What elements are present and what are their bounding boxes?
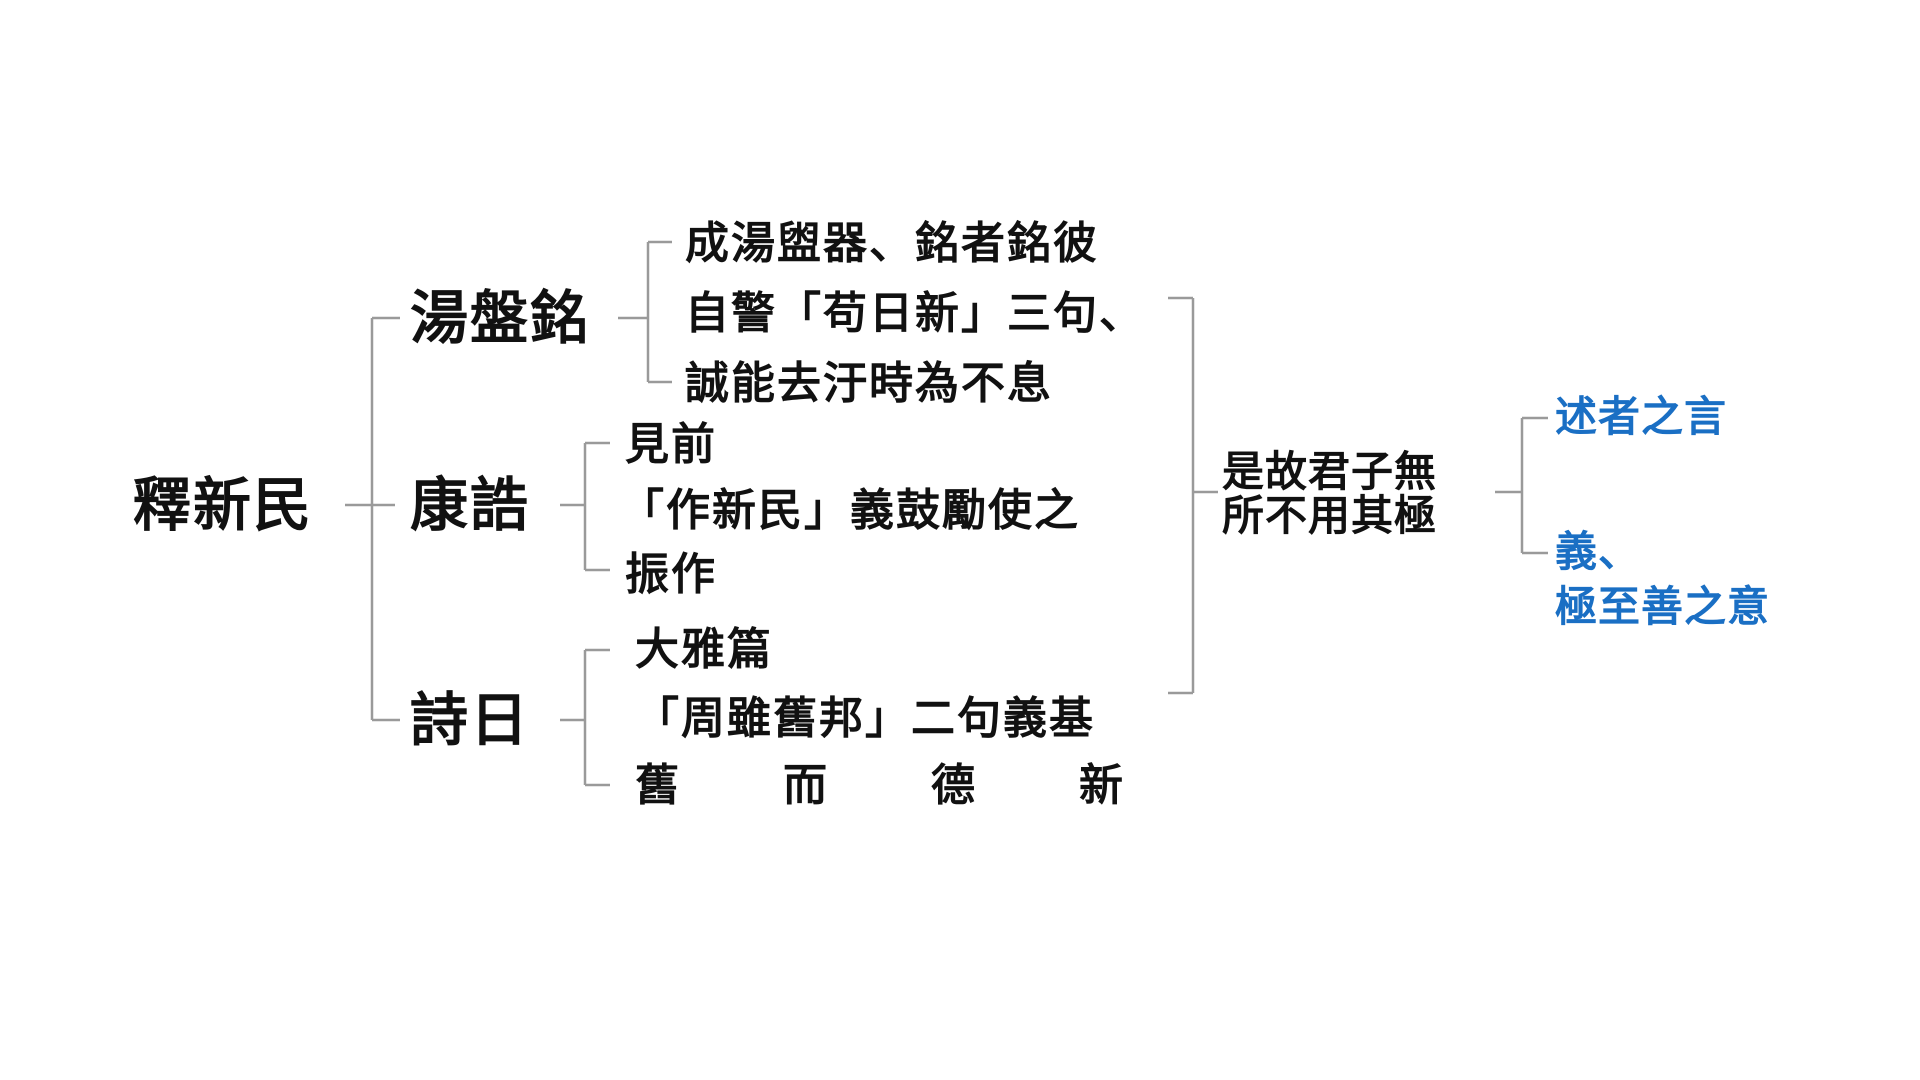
branch3-char-4: 新 [1079,760,1125,811]
branch3-char-3: 德 [931,760,977,811]
branch3-line-2: 「周雖舊邦」二句義基 [635,693,1095,744]
branch3-char-1: 舊 [635,760,681,811]
branch2-line-3: 振作 [625,549,717,600]
note-second-line-1: 義、 [1555,527,1642,576]
note-second-line-2: 極至善之意 [1555,581,1771,631]
branch1-line-3: 誠能去汙時為不息 [685,358,1053,409]
note-first: 述者之言 [1555,392,1728,441]
conclusion-line-2: 所不用其極 [1222,491,1438,541]
branch3-line-3: 舊 而 德 新 [635,764,1125,808]
branch-title-2: 康誥 [410,471,531,539]
conclusion: 是故君子無 所不用其極 [1222,447,1438,541]
branch-title-1: 湯盤銘 [410,284,591,352]
branch2-line-2: 「作新民」義鼓勵使之 [620,485,1080,536]
branch1-line-1: 成湯盥器、銘者銘彼 [685,218,1099,269]
root-label: 釋新民 [133,471,314,539]
branch-title-3: 詩日 [410,686,531,754]
branch2-line-1: 見前 [625,419,717,470]
branch3-line-1: 大雅篇 [635,624,773,675]
branch1-line-2: 自警「苟日新」三句、 [685,288,1145,339]
branch3-char-2: 而 [783,760,829,811]
conclusion-line-1: 是故君子無 [1222,447,1438,496]
note-second: 義、 極至善之意 [1555,525,1770,634]
